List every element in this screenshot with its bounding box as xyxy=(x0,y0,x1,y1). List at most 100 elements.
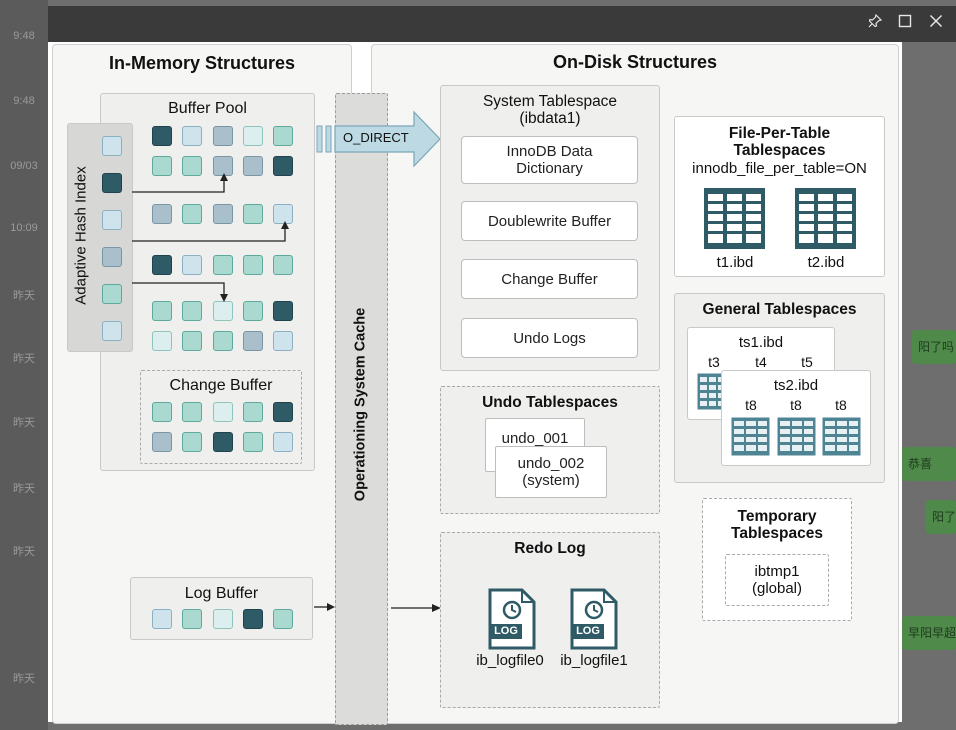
ibtmp1-file xyxy=(725,554,829,606)
log-block xyxy=(182,609,202,629)
page-block xyxy=(182,156,202,176)
chat-bubble[interactable]: 恭喜 xyxy=(902,447,956,481)
page-block xyxy=(152,255,172,275)
adaptive-hash-index xyxy=(67,123,133,352)
hash-entry xyxy=(102,136,122,156)
page-block xyxy=(273,301,293,321)
table-name: t5 xyxy=(801,354,813,370)
log-block xyxy=(273,609,293,629)
os-cache xyxy=(335,93,388,725)
general-tablespaces-title: General Tablespaces xyxy=(702,301,857,318)
viewer-titlebar xyxy=(48,6,956,42)
table-icon xyxy=(704,188,765,249)
box-label: Change Buffer xyxy=(501,270,598,288)
o-direct-label: O_DIRECT xyxy=(343,130,409,145)
file-label: (global) xyxy=(751,580,803,597)
undo-002-file: undo_002 (system) xyxy=(495,446,607,498)
chat-time: 10:09 xyxy=(10,222,38,234)
page-block xyxy=(182,204,202,224)
page-block xyxy=(273,432,293,452)
hash-entry xyxy=(102,321,122,341)
log-buffer xyxy=(130,577,313,640)
file-per-table-setting: innodb_file_per_table=ON xyxy=(692,160,867,177)
page-block xyxy=(182,331,202,351)
page-block xyxy=(182,126,202,146)
log-badge: LOG xyxy=(576,625,600,637)
buffer-pool-title: Buffer Pool xyxy=(168,100,247,117)
page-block xyxy=(213,255,233,275)
page-block xyxy=(152,331,172,351)
log-block xyxy=(243,609,263,629)
hash-entry xyxy=(102,247,122,267)
table-icon xyxy=(731,417,770,456)
logfile-name: ib_logfile1 xyxy=(560,652,628,669)
table-name: t8 xyxy=(745,397,757,413)
page-block xyxy=(152,432,172,452)
log-file-icon xyxy=(570,588,618,650)
chat-time: 9:48 xyxy=(13,30,35,42)
chat-bubble[interactable]: 阳了吗 xyxy=(912,330,956,364)
box-label: InnoDB Data Dictionary xyxy=(506,143,593,177)
page-block xyxy=(213,301,233,321)
page-block xyxy=(152,301,172,321)
log-block xyxy=(152,609,172,629)
title-line: Tablespaces xyxy=(733,142,826,159)
redo-log-title: Redo Log xyxy=(514,540,586,557)
chat-time: 昨天 xyxy=(13,417,35,429)
maximize-icon[interactable] xyxy=(895,14,915,34)
page-block xyxy=(243,204,263,224)
page-block xyxy=(243,432,263,452)
change-buffer-disk: Change Buffer xyxy=(461,259,638,299)
redo-log xyxy=(440,532,660,708)
undo-tablespaces-title: Undo Tablespaces xyxy=(482,394,618,411)
page-block xyxy=(182,301,202,321)
file-name: t1.ibd xyxy=(716,254,754,271)
page-block xyxy=(273,402,293,422)
doublewrite-buffer: Doublewrite Buffer xyxy=(461,201,638,241)
chat-time: 昨天 xyxy=(13,483,35,495)
chat-sidebar: 9:48 9:48 09/03 10:09 昨天 昨天 昨天 昨天 昨天 昨天 xyxy=(0,0,48,730)
log-block xyxy=(213,609,233,629)
change-buffer-memory-title: Change Buffer xyxy=(169,377,273,394)
page-block xyxy=(182,432,202,452)
page-block xyxy=(243,331,263,351)
hash-entry xyxy=(102,284,122,304)
chat-bubble[interactable]: 早阳早超生 xyxy=(902,616,956,650)
page-block xyxy=(243,402,263,422)
file-label: undo_002 xyxy=(517,455,585,472)
chat-time: 9:48 xyxy=(13,95,35,107)
box-label: Doublewrite Buffer xyxy=(487,212,612,230)
page-block xyxy=(152,402,172,422)
page-block xyxy=(273,126,293,146)
in-memory-title: In-Memory Structures xyxy=(108,53,296,73)
ts2-name: ts2.ibd xyxy=(773,377,819,394)
pin-icon[interactable] xyxy=(865,13,885,34)
table-icon xyxy=(822,417,861,456)
hash-entry xyxy=(102,173,122,193)
logfile-name: ib_logfile0 xyxy=(476,652,544,669)
temporary-tablespaces-title: Temporary Tablespaces xyxy=(702,508,852,542)
chat-time: 昨天 xyxy=(13,353,35,365)
title-line: (ibdata1) xyxy=(519,110,581,127)
table-name: t4 xyxy=(755,354,767,370)
page-block xyxy=(213,204,233,224)
table-icon xyxy=(777,417,816,456)
hash-entry xyxy=(102,210,122,230)
title-line: Temporary xyxy=(737,508,817,525)
chat-bubble[interactable]: 阳了 xyxy=(926,500,956,534)
chat-time: 09/03 xyxy=(10,160,38,172)
page-block xyxy=(243,156,263,176)
log-buffer-title: Log Buffer xyxy=(184,585,259,602)
table-name: t3 xyxy=(708,354,720,370)
close-icon[interactable] xyxy=(926,14,946,34)
ts1-name: ts1.ibd xyxy=(738,334,784,351)
title-line: System Tablespace xyxy=(482,93,618,110)
page-block xyxy=(182,255,202,275)
file-label: (system) xyxy=(522,472,580,489)
page-block xyxy=(152,126,172,146)
file-label: ibtmp1 xyxy=(754,563,800,580)
page-block xyxy=(152,156,172,176)
file-per-table-title: File-Per-Table Tablespaces xyxy=(674,125,885,159)
chat-time: 昨天 xyxy=(13,290,35,302)
file-name: t2.ibd xyxy=(807,254,845,271)
